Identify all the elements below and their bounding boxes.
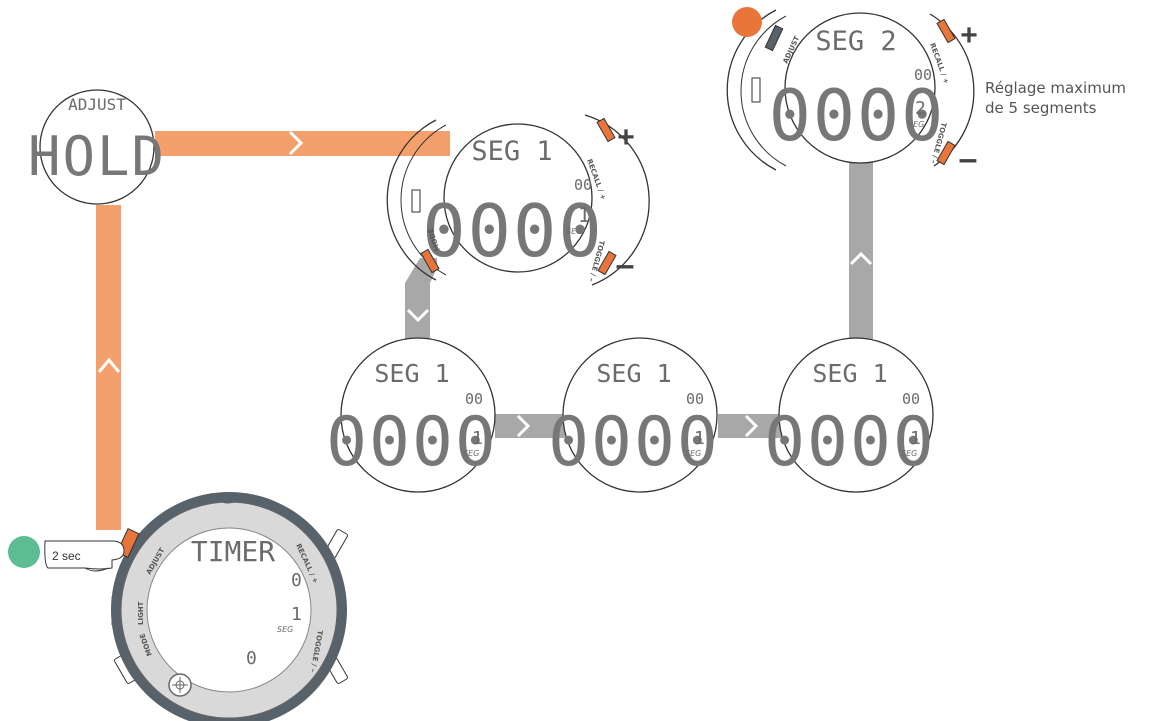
seg2-watch: SEG 2 0000 00 2 SEG ADJUST RECALL / + TO… (726, 7, 978, 178)
minus-button[interactable] (597, 250, 617, 276)
orange-indicator-dot (732, 7, 762, 37)
time-display: 0000 (548, 403, 720, 482)
timer-value-2: 0 (246, 648, 257, 669)
note-line-2: de 5 segments (985, 99, 1097, 117)
timer-value-1: 0 (291, 570, 302, 591)
seg1-adjust-watch: SEG 1 0000 00 1 SEG RECALL / + TOGGLE / … (386, 114, 650, 286)
hold-watch: ADJUST HOLD (28, 89, 166, 205)
segment-number: 1 (472, 428, 483, 449)
swoosh-logo (218, 498, 244, 504)
segment-number: 2 (915, 98, 926, 119)
seg-label: SEG 1 (471, 136, 552, 167)
seg-row-watch-2: SEG 1 0000 00 1 SEG (548, 337, 720, 493)
minus-button[interactable] (936, 140, 956, 166)
right-chevron-icon (288, 130, 304, 156)
seg-small-label: SEG (463, 449, 479, 458)
seg-row-watch-3: SEG 1 0000 00 1 SEG (764, 337, 936, 493)
seconds-display: 00 (686, 390, 704, 408)
seconds-display: 00 (902, 390, 920, 408)
plus-icon: + (617, 121, 635, 154)
seg-small-label: SEG (277, 625, 293, 634)
seg-row-watch-1: SEG 1 0000 00 1 SEG (326, 337, 498, 493)
seconds-display: 00 (914, 66, 932, 84)
seg-small-label: SEG (685, 449, 701, 458)
plus-button[interactable] (596, 117, 616, 143)
timer-display: TIMER (191, 535, 275, 568)
time-display: 0000 (326, 403, 498, 482)
seg-label: SEG 2 (815, 26, 896, 57)
down-chevron-icon (406, 308, 430, 323)
seg-small-label: SEG (566, 227, 582, 236)
green-indicator-dot (8, 536, 40, 568)
seg-label: SEG 1 (374, 359, 449, 388)
segment-number: 1 (694, 428, 705, 449)
right-chevron-icon (744, 414, 759, 438)
adjust-button[interactable] (764, 24, 784, 52)
note-line-1: Réglage maximum (985, 79, 1126, 97)
seg-label: SEG 1 (812, 359, 887, 388)
press-indicator: 2 sec (8, 536, 125, 572)
max-segments-note: Réglage maximum de 5 segments (985, 78, 1160, 118)
up-chevron-icon (849, 251, 873, 266)
time-display: 0000 (764, 403, 936, 482)
seg-small-label: SEG (908, 120, 924, 129)
up-chevron-icon (97, 357, 121, 373)
time-display: 0000 (769, 75, 946, 157)
time-display: 0000 (422, 189, 603, 273)
timer-watch: TIMER 0 1 SEG 0 ADJUST LIGHT MODE RECALL… (111, 492, 348, 721)
hold-display: HOLD (28, 125, 166, 188)
mode-button[interactable] (420, 248, 440, 274)
seconds-display: 00 (465, 390, 483, 408)
right-chevron-icon (516, 414, 531, 438)
gray-flow-path (405, 150, 873, 438)
orange-flow-path (96, 130, 450, 530)
plus-icon: + (960, 19, 978, 52)
seg-small-label: SEG (901, 449, 917, 458)
minus-icon: – (616, 246, 635, 284)
plus-button[interactable] (936, 18, 956, 44)
segment-number: 1 (910, 428, 921, 449)
seconds-display: 00 (574, 176, 592, 194)
seg-label: SEG 1 (596, 359, 671, 388)
light-label: LIGHT (137, 601, 145, 625)
minus-icon: – (959, 140, 978, 178)
duration-label: 2 sec (52, 549, 81, 563)
hand-pointer-icon (44, 540, 125, 570)
segment-number: 1 (291, 604, 302, 625)
segment-number: 1 (578, 203, 590, 227)
adjust-label: ADJUST (68, 95, 126, 114)
